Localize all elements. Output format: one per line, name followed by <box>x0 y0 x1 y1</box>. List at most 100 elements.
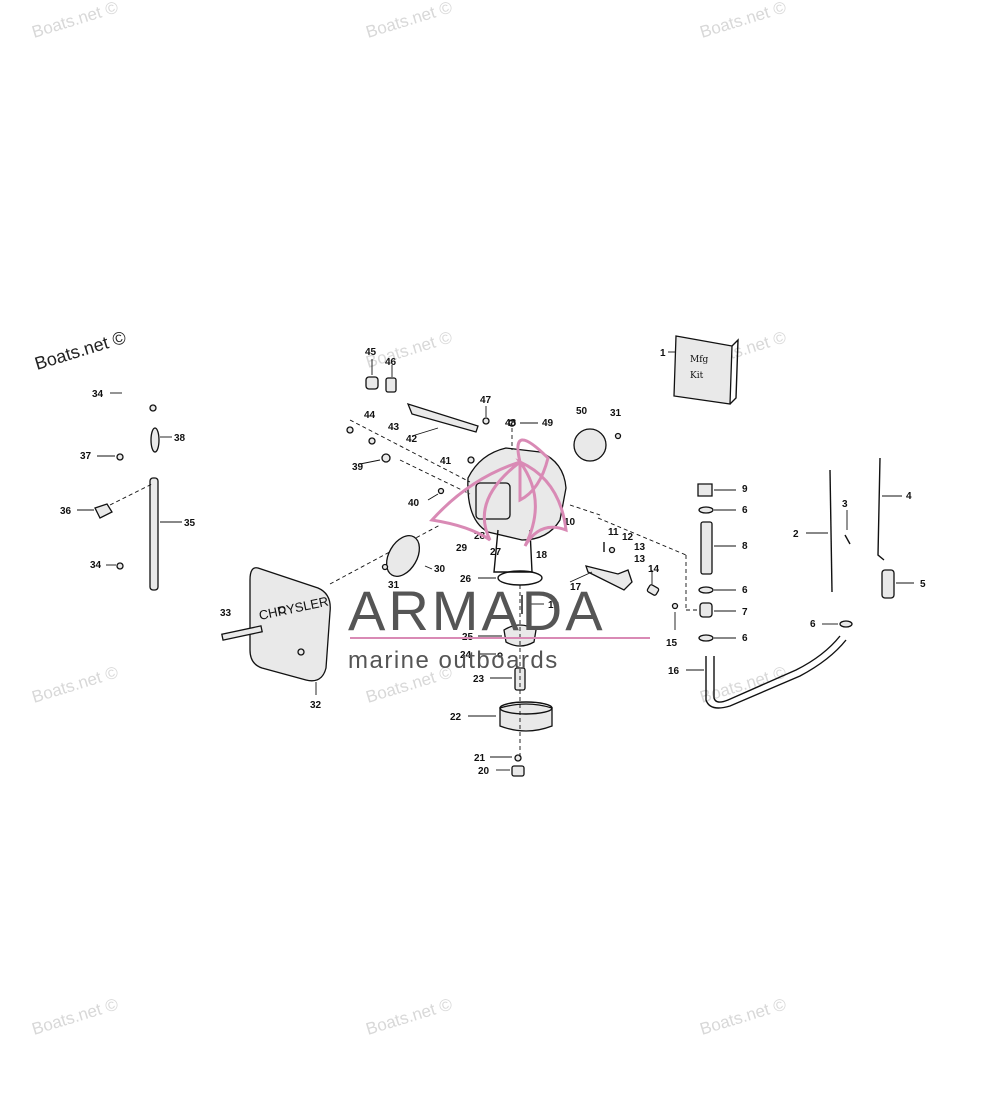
callout-13: 13 <box>634 554 646 565</box>
bowl-22 <box>499 703 553 732</box>
callout-3: 3 <box>842 499 848 510</box>
screw-20 <box>511 765 525 777</box>
washer-12 <box>608 546 616 554</box>
callout-6: 6 <box>742 585 748 596</box>
fuel-line-group: 9 6 8 6 7 6 16 6 <box>597 483 853 709</box>
nut-47 <box>482 417 490 425</box>
callout-34: 34 <box>90 560 102 571</box>
washer-43 <box>368 437 376 445</box>
callout-31: 31 <box>388 580 400 591</box>
silencer-cover-32 <box>249 567 331 682</box>
screw-40 <box>437 487 445 495</box>
washer-21 <box>514 754 522 762</box>
callout-28: 28 <box>474 531 486 542</box>
logo-tagline: marine outboards <box>348 647 559 674</box>
callout-24: 24 <box>460 650 472 661</box>
callout-37: 37 <box>80 451 92 462</box>
fuel-hose-16-edge <box>713 635 841 703</box>
callout-33: 33 <box>220 608 232 619</box>
callout-6: 6 <box>742 633 748 644</box>
watermark: Boats.net © <box>364 994 455 1038</box>
spring-3 <box>844 534 851 545</box>
callout-49: 49 <box>542 418 554 429</box>
watermark: Boats.net © <box>364 0 455 42</box>
callout-50: 50 <box>576 406 588 417</box>
callout-21: 21 <box>474 753 486 764</box>
lever-17 <box>585 565 633 591</box>
fuel-hose-16 <box>705 639 847 709</box>
callout-32: 32 <box>310 700 322 711</box>
callout-20: 20 <box>478 766 490 777</box>
callout-46: 46 <box>385 357 397 368</box>
screw-41 <box>467 456 475 464</box>
callout-10: 10 <box>564 517 576 528</box>
callout-29: 29 <box>456 543 468 554</box>
callout-30: 30 <box>434 564 446 575</box>
callout-23: 23 <box>473 674 485 685</box>
clamp-6-low <box>698 634 714 642</box>
lever-group: 11 12 13 13 14 17 15 <box>569 527 679 649</box>
filter-7 <box>699 602 713 618</box>
silencer-cover-group: CHRYSLER 33 32 <box>220 524 441 711</box>
cover-boss <box>278 606 286 614</box>
hose-8 <box>700 521 713 575</box>
throttle-shaft-group: 45 46 47 44 48 49 43 42 41 39 40 <box>346 347 554 509</box>
linkage-rod-group: 34 38 37 36 35 34 <box>60 389 196 591</box>
knob-5 <box>881 569 895 599</box>
callout-34: 34 <box>92 389 104 400</box>
spacer-46 <box>385 377 397 393</box>
logo-name: ARMADA <box>348 579 606 642</box>
screw-15 <box>671 602 679 610</box>
callout-48: 48 <box>505 418 517 429</box>
plug-14 <box>646 584 660 596</box>
kit-box <box>673 335 733 405</box>
fitting-9 <box>697 483 713 497</box>
choke-rod-group: 2 3 4 5 <box>793 457 926 599</box>
callout-11: 11 <box>608 527 619 538</box>
watermark: Boats.net © <box>30 0 121 42</box>
callout-19: 19 <box>548 600 560 611</box>
callout-4: 4 <box>906 491 912 502</box>
callout-6: 6 <box>810 619 816 630</box>
callout-8: 8 <box>742 541 748 552</box>
spring-39 <box>381 453 391 463</box>
callout-16: 16 <box>668 666 680 677</box>
screw-31-lower <box>381 563 389 571</box>
armada-logo: ARMADA marine outboards <box>348 438 650 674</box>
callout-12: 12 <box>622 532 634 543</box>
callout-35: 35 <box>184 518 196 529</box>
clamp-6-side <box>839 620 853 628</box>
watermark-layer: Boats.net © Boats.net © Boats.net © Boat… <box>30 0 789 1039</box>
logo-swirl-icon <box>429 438 568 547</box>
screw-34-bottom <box>116 562 124 570</box>
callout-47: 47 <box>480 395 492 406</box>
callout-6: 6 <box>742 505 748 516</box>
clamp-6-top <box>698 506 714 514</box>
carburetor-body-group: 50 31 10 18 27 28 29 30 31 <box>349 406 622 591</box>
watermark: Boats.net © <box>364 327 455 371</box>
screw-34-top <box>149 404 157 412</box>
nut-37 <box>116 453 124 461</box>
gasket-30 <box>385 535 421 577</box>
callout-45: 45 <box>365 347 377 358</box>
watermark-prominent: Boats.net © <box>32 327 128 374</box>
pin-24 <box>497 652 503 658</box>
callout-43: 43 <box>388 422 400 433</box>
callout-40: 40 <box>408 498 420 509</box>
callout-42: 42 <box>406 434 418 445</box>
callout-5: 5 <box>920 579 926 590</box>
callout-18: 18 <box>536 550 548 561</box>
kit-label-line2: Kit <box>690 371 704 381</box>
grommet-38 <box>150 427 160 453</box>
watermark: Boats.net © <box>30 662 121 706</box>
callout-31: 31 <box>610 408 622 419</box>
callout-44: 44 <box>364 410 376 421</box>
shaft-42 <box>406 402 479 433</box>
ring-48 <box>508 419 516 427</box>
rod-35 <box>149 477 159 591</box>
callout-39: 39 <box>352 462 364 473</box>
callout-22: 22 <box>450 712 462 723</box>
callout-15: 15 <box>666 638 678 649</box>
watermark: Boats.net © <box>698 0 789 42</box>
